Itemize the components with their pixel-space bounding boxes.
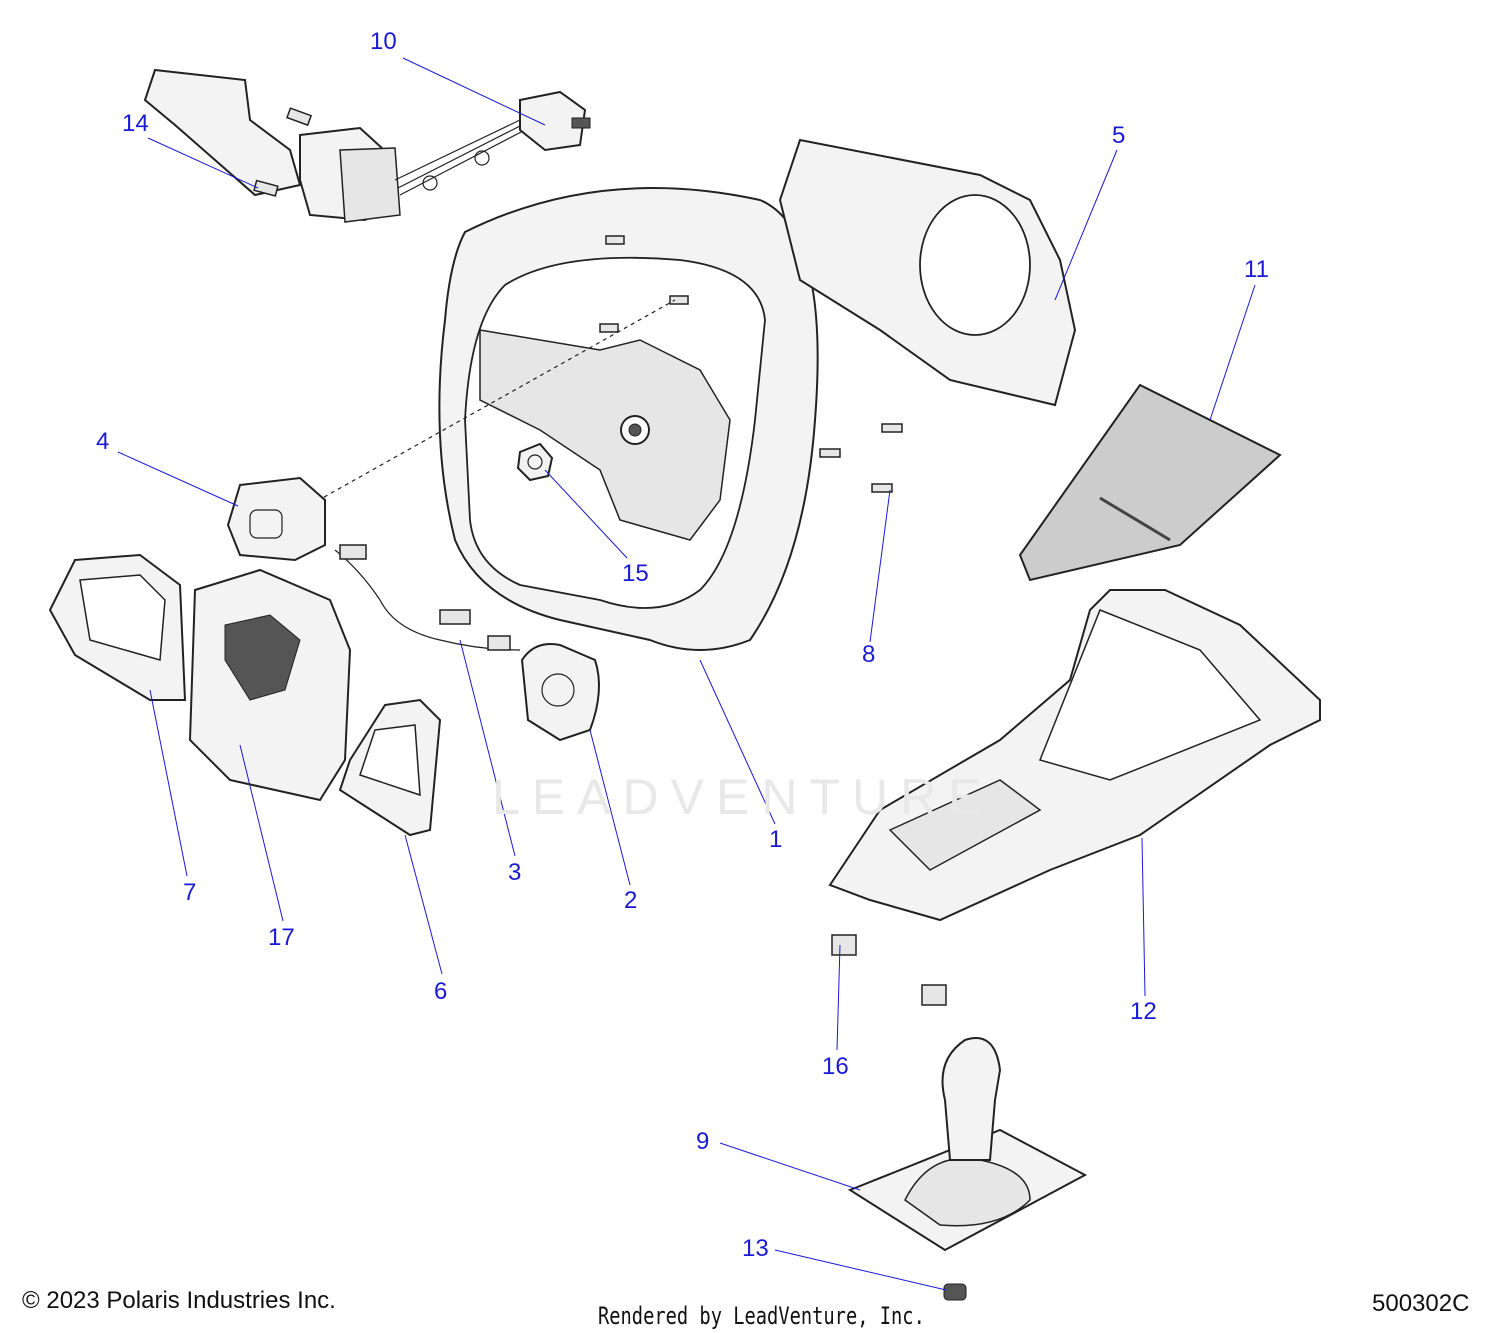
airbag-cover-part (188, 568, 352, 802)
wheel-screws-part (599, 235, 903, 493)
callout-15: 15 (622, 560, 649, 587)
wire-harness-part (334, 544, 521, 651)
callout-6: 6 (434, 978, 448, 1005)
center-console-part (828, 589, 1321, 922)
callout-3: 3 (508, 859, 522, 886)
callout-10: 10 (370, 28, 397, 55)
callout-11: 11 (1244, 256, 1269, 283)
cap-part (943, 1283, 967, 1301)
callout-8: 8 (862, 641, 876, 668)
callout-2: 2 (624, 887, 638, 914)
nut-part (516, 442, 554, 482)
cluster-housing-part (778, 138, 1077, 407)
airbag-module-part (226, 476, 326, 562)
callout-1: 1 (769, 826, 783, 853)
callout-9: 9 (696, 1128, 710, 1155)
callout-7: 7 (183, 879, 197, 906)
callout-16: 16 (822, 1053, 849, 1080)
switch-pod-part (520, 643, 600, 742)
callout-14: 14 (122, 110, 149, 137)
column-bolts-part (253, 107, 313, 197)
rendered-by-text: Rendered by LeadVenture, Inc. (598, 1302, 925, 1330)
callout-4: 4 (96, 428, 110, 455)
callout-13: 13 (742, 1235, 769, 1262)
shift-boot-part (847, 1037, 1088, 1252)
right-trim-part (338, 698, 442, 837)
watermark-text: LEADVENTURE (492, 769, 994, 825)
steering-column-part (143, 68, 591, 223)
callout-12: 12 (1130, 998, 1157, 1025)
left-trim-part (48, 553, 187, 701)
callout-5: 5 (1112, 122, 1126, 149)
speaker-grille-part (1018, 383, 1282, 582)
clips-part (831, 934, 947, 1006)
document-number: 500302C (1372, 1290, 1470, 1317)
copyright-text: © 2023 Polaris Industries Inc. (22, 1287, 336, 1314)
leader-lines (117, 57, 1256, 1291)
steering-wheel-part (438, 187, 819, 651)
callout-17: 17 (268, 924, 295, 951)
